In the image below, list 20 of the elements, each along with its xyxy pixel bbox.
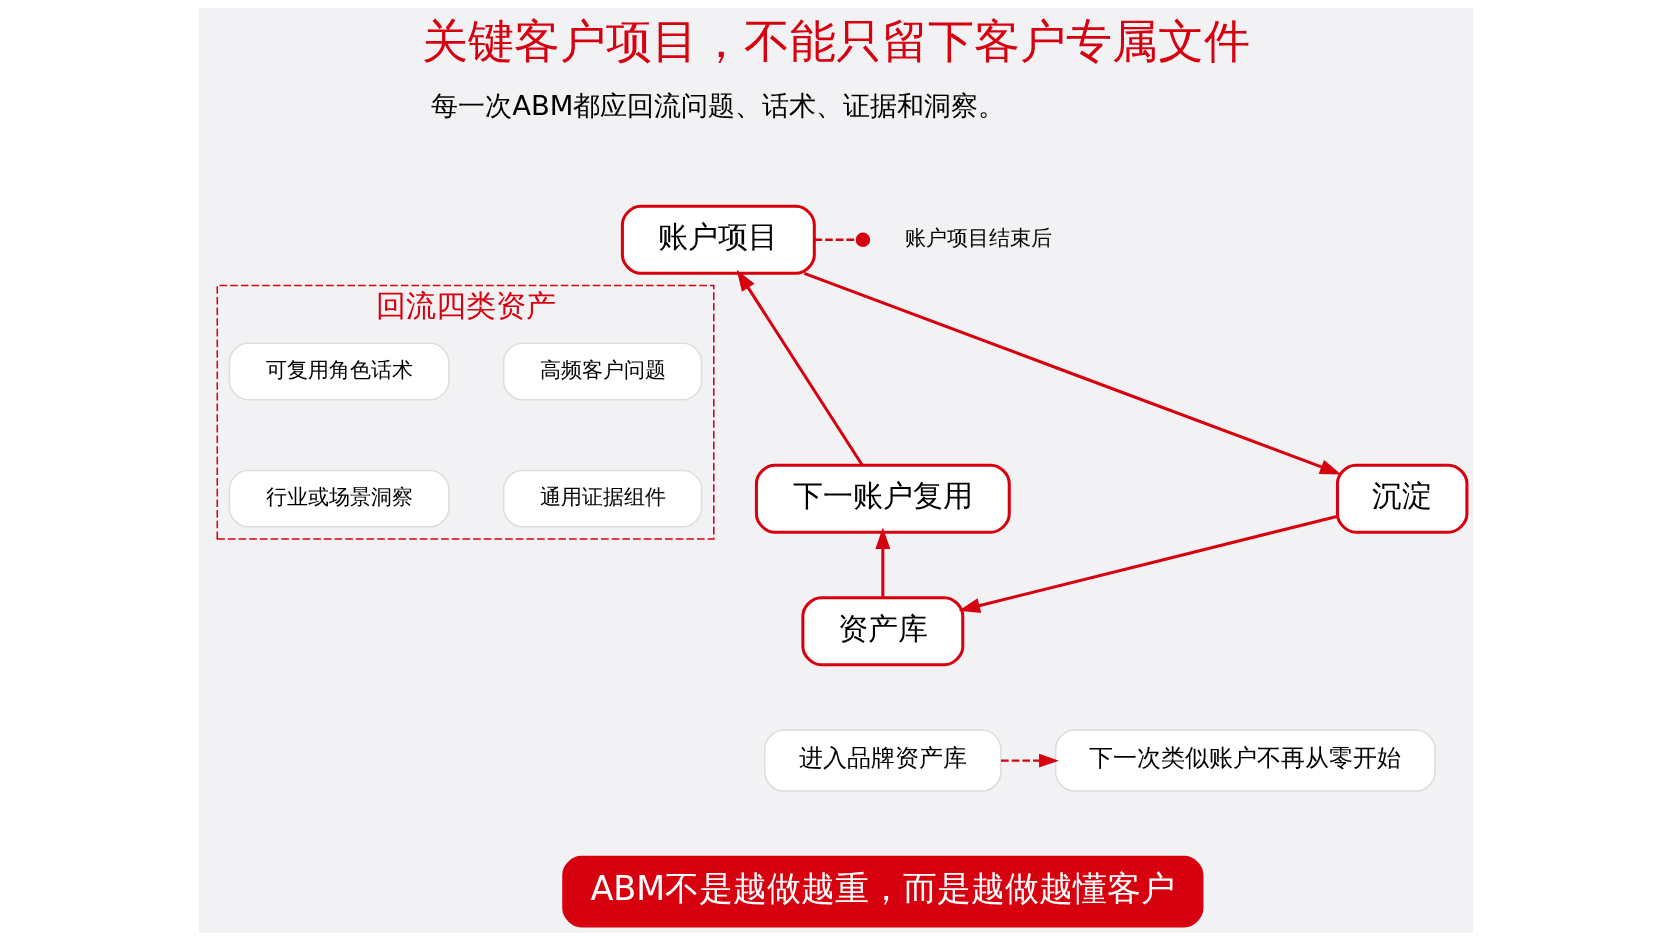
node-box: 可复用角色话术: [228, 342, 450, 401]
node-box: 资产库: [801, 596, 965, 667]
arrow: [1001, 753, 1059, 768]
node-box: 下一次类似账户不再从零开始: [1054, 729, 1436, 792]
arrow: [958, 515, 1338, 613]
node-text: 账户项目结束后: [905, 225, 1053, 251]
arrow: [803, 272, 1342, 475]
node-box: 账户项目: [620, 204, 816, 275]
node-box: 进入品牌资产库: [764, 729, 1002, 792]
label: 每一次ABM都应回流问题、话术、证据和洞察。: [431, 90, 1006, 122]
node-box: 沉淀: [1335, 463, 1469, 534]
node-box: 通用证据组件: [502, 469, 703, 528]
connector: [814, 232, 871, 247]
node-box: 行业或场景洞察: [228, 469, 450, 528]
node-box: ABM不是越做越重，而是越做越懂客户: [562, 855, 1204, 928]
diagram-title: 关键客户项目，不能只留下客户专属文件: [422, 15, 1250, 68]
arrow: [736, 269, 864, 466]
arrow: [875, 527, 891, 598]
node-box: 下一账户复用: [754, 463, 1011, 534]
node-box: 高频客户问题: [502, 342, 703, 401]
